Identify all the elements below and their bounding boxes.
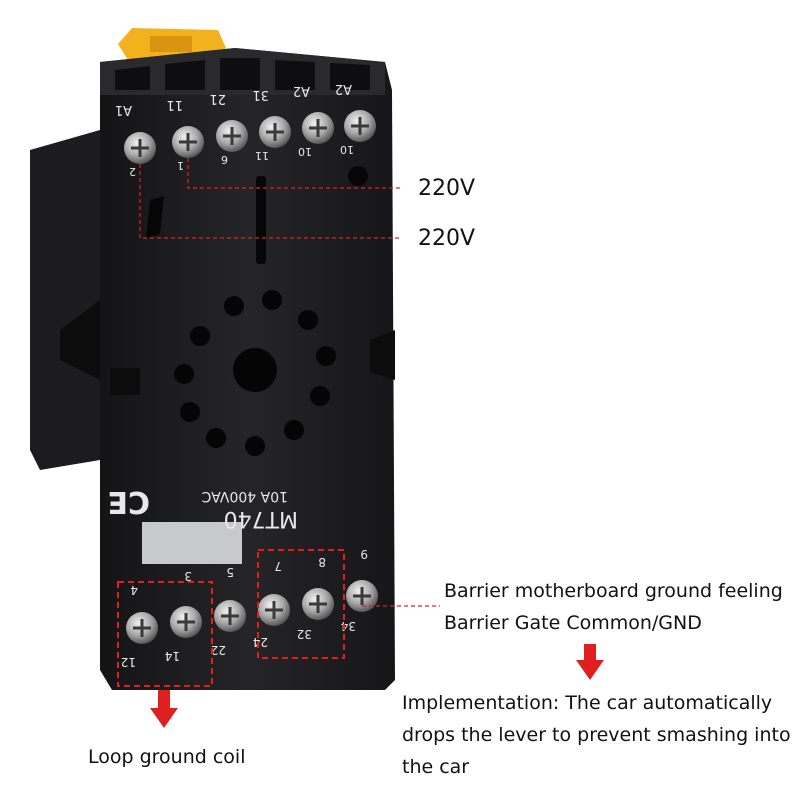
- screw-terminal: [126, 612, 158, 644]
- terminal-label: 11: [255, 149, 269, 162]
- arrow-down-icon: [150, 690, 178, 728]
- terminal-label: 31: [252, 87, 269, 102]
- arrow-down-icon: [576, 644, 604, 680]
- terminal-label: 5: [226, 565, 234, 579]
- screw-terminal: [259, 116, 291, 148]
- terminal-label: 12: [121, 655, 136, 669]
- loop-coil-label: Loop ground coil: [88, 746, 246, 768]
- socket-body: [30, 48, 395, 690]
- terminal-label: 9: [360, 547, 368, 561]
- terminal-label: 6: [221, 153, 228, 166]
- loop-coil-highlight-box: [117, 581, 213, 687]
- implementation-line-1: Implementation: The car automatically: [402, 692, 773, 714]
- screw-terminal: [172, 126, 204, 158]
- barrier-ground-label: Barrier motherboard ground feeling: [444, 580, 783, 602]
- common-highlight-box: [257, 549, 345, 659]
- terminal-label: 1: [177, 159, 184, 172]
- terminal-label: 4: [130, 583, 138, 597]
- terminal-label: 32: [297, 627, 312, 641]
- voltage-label-a: 220V: [418, 176, 476, 201]
- terminal-label: 24: [253, 635, 268, 649]
- implementation-line-3: the car: [402, 756, 470, 778]
- bottom-screw-row: [126, 580, 378, 644]
- screw-terminal: [344, 110, 376, 142]
- screw-terminal: [124, 132, 156, 164]
- terminal-label: 2: [129, 165, 136, 178]
- barrier-common-label: Barrier Gate Common/GND: [444, 612, 702, 634]
- terminal-label: 3: [184, 569, 192, 583]
- screw-terminal: [302, 112, 334, 144]
- terminal-label: 22: [211, 643, 226, 657]
- screw-terminal: [302, 588, 334, 620]
- terminal-label: A1: [115, 102, 132, 117]
- terminal-label: 7: [274, 559, 282, 573]
- implementation-line-2: drops the lever to prevent smashing into: [402, 724, 791, 746]
- terminal-label: 14: [165, 649, 180, 663]
- printed-markings: MT740 10A 400VAC CE: [107, 484, 298, 531]
- screw-terminal: [258, 594, 290, 626]
- screw-terminal: [216, 120, 248, 152]
- model-text: MT740: [224, 506, 298, 531]
- rating-text: 10A 400VAC: [201, 488, 288, 504]
- top-screw-row: [124, 110, 376, 164]
- label-plate: [142, 522, 242, 564]
- terminal-label: A2: [293, 83, 310, 98]
- ce-mark: CE: [107, 484, 150, 519]
- terminal-label: 10: [298, 145, 312, 158]
- terminal-label: 11: [166, 97, 183, 112]
- top-terminal-labels: A1 11 21 31 A2 A2 2 1 6 11 10 10: [115, 81, 354, 178]
- terminal-label: A2: [335, 81, 352, 96]
- terminal-label: 8: [318, 555, 326, 569]
- bottom-terminal-labels: 4 3 5 7 8 9 12 14 22 24 32 34: [121, 547, 368, 669]
- screw-terminal: [214, 600, 246, 632]
- terminal-label: 10: [340, 143, 354, 156]
- screw-terminal: [170, 606, 202, 638]
- screw-terminal: [346, 580, 378, 612]
- voltage-leaders: [139, 158, 400, 239]
- voltage-label-b: 220V: [418, 226, 476, 251]
- terminal-label: 21: [209, 91, 226, 106]
